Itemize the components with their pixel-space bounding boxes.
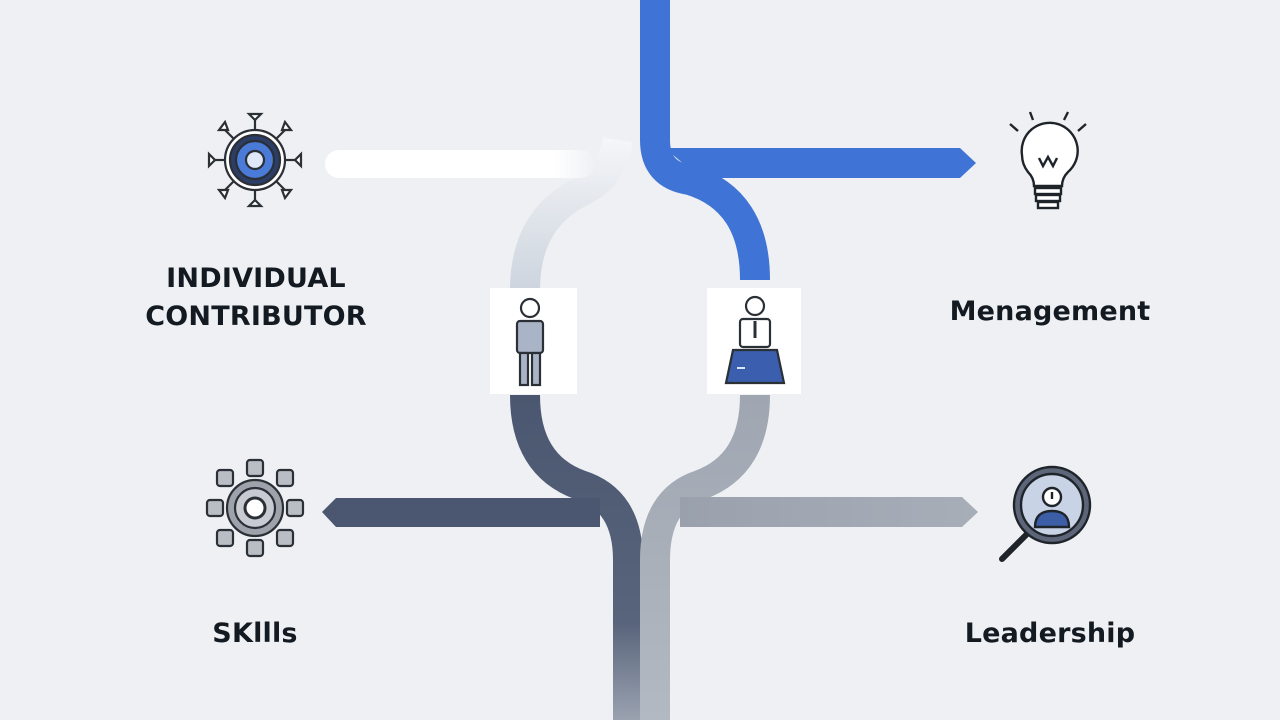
management-label: Menagement (949, 296, 1151, 327)
person-standing-icon (515, 297, 545, 387)
individual-contributor-label-line1: INDIVIDUAL (166, 263, 346, 294)
individual-contributor-card (490, 288, 577, 394)
individual-contributor-label: INDIVIDUAL CONTRIBUTOR (100, 260, 412, 336)
individual-contributor-label-line2: CONTRIBUTOR (145, 301, 367, 332)
lower-right-branch-path (640, 394, 770, 720)
gear-icon (205, 458, 305, 558)
lower-left-branch-path (510, 394, 643, 720)
leadership-label: Leadership (964, 618, 1136, 649)
virus-gear-icon (207, 112, 303, 208)
management-card (707, 288, 801, 394)
person-at-desk-icon (724, 295, 786, 385)
management-connector (665, 148, 976, 178)
individual-contributor-connector (325, 150, 595, 178)
upper-left-branch-path (510, 137, 633, 291)
upper-right-branch-path (640, 0, 770, 281)
skills-connector (322, 498, 600, 527)
lightbulb-icon (1009, 111, 1087, 210)
skills-label: SKllls (212, 618, 298, 649)
leadership-connector (680, 497, 978, 527)
magnifier-person-icon (999, 465, 1092, 562)
